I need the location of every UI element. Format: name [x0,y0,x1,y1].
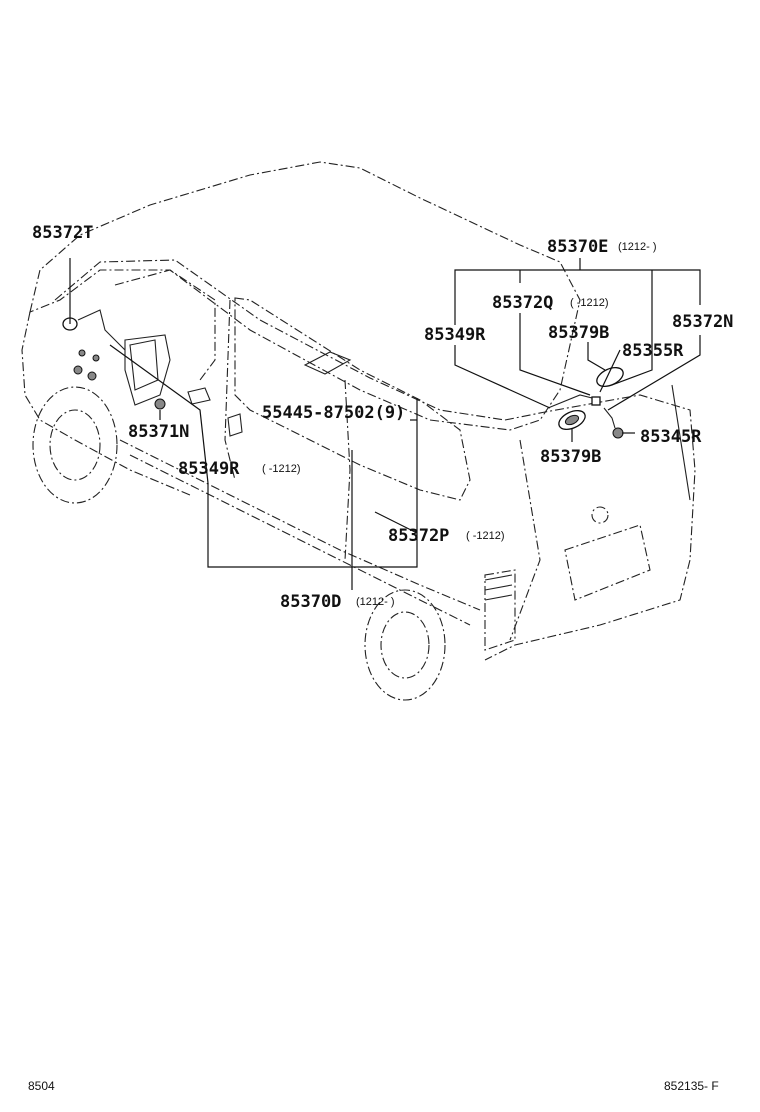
front-wheel [32,386,118,504]
front-washer-assembly [62,258,209,484]
washer-tank [129,339,159,391]
footer-left-code: 8504 [28,1079,55,1093]
label-85349R-rear: 85349R [424,325,486,345]
door-line-front [224,299,236,481]
door-handle [227,413,243,437]
front-fitting-d [92,354,100,362]
leader-85355R-bracket [611,270,653,386]
door-line-slide [344,379,351,561]
note-85349R-front: ( -1212) [262,463,301,475]
front-window [114,269,216,381]
footer-right-code: 852135- F [664,1079,719,1093]
leader-85372P [374,511,416,533]
rear-joint-85355R [591,396,601,406]
label-85372N: 85372N [672,312,733,332]
rear-washer-assembly [547,366,624,439]
label-85372T: 85372T [32,223,93,243]
part-labels: 85372T 85371N 85349R ( -1212) 55445-8750… [32,223,733,612]
note-85370D: (1212- ) [356,596,395,608]
roof-edge-line [54,259,506,421]
bracket-85370E [454,269,701,325]
front-fitting-b [87,371,97,381]
rear-lamp-lines [484,574,513,601]
label-85372P: 85372P [388,526,449,546]
label-55445-87502: 55445-87502(9) [262,403,405,423]
note-85370E: (1212- ) [618,241,657,253]
label-85345R: 85345R [640,427,702,447]
rear-nozzle-cover-top [596,366,624,388]
front-hose [77,309,126,351]
rear-check-valve-line [603,407,616,429]
side-sill-line [119,439,481,611]
rear-pillar [509,439,541,641]
label-85370E: 85370E [547,237,608,257]
rear-lamp [484,569,516,651]
leader-85349R-rear [454,345,551,409]
rear-grommet-85345R [612,427,624,439]
rear-wheel [364,589,446,701]
note-85372P: ( -1212) [466,530,505,542]
front-wheel-hub [49,409,101,481]
label-85370D: 85370D [280,592,341,612]
side-marker [187,387,211,405]
leader-85372N [607,335,701,411]
label-85349R-front: 85349R [178,459,240,479]
label-85379B-top: 85379B [548,323,609,343]
note-85372Q: ( -1212) [570,297,609,309]
rear-nozzle-cover-inner [564,414,580,426]
washer-tank-bracket [124,334,171,406]
leader-85349R-front [109,344,209,484]
rear-wiper-arm [671,384,691,501]
grommet-85371N [154,398,166,410]
front-fitting-a [73,365,83,375]
van-body-outline [21,161,696,701]
leader-85379B-top [587,342,606,371]
front-outline [21,311,191,496]
side-window [234,297,471,501]
label-85355R: 85355R [622,341,684,361]
label-85371N: 85371N [128,422,189,442]
license-plate-area [564,524,651,601]
leader-lines [207,258,701,590]
rear-emblem [591,506,609,524]
footer: 8504 852135- F [28,1079,719,1093]
label-85379B-bottom: 85379B [540,447,601,467]
rear-wheel-hub [380,611,430,679]
label-85372Q: 85372Q [492,293,553,313]
leader-85372Q [519,313,591,396]
roof-outline [29,161,581,431]
leader-85355R [599,349,621,393]
bracket-85370D [207,398,418,568]
roof-panel-label [303,351,352,375]
side-sill-line-2 [129,454,471,626]
front-fitting-c [78,349,86,357]
